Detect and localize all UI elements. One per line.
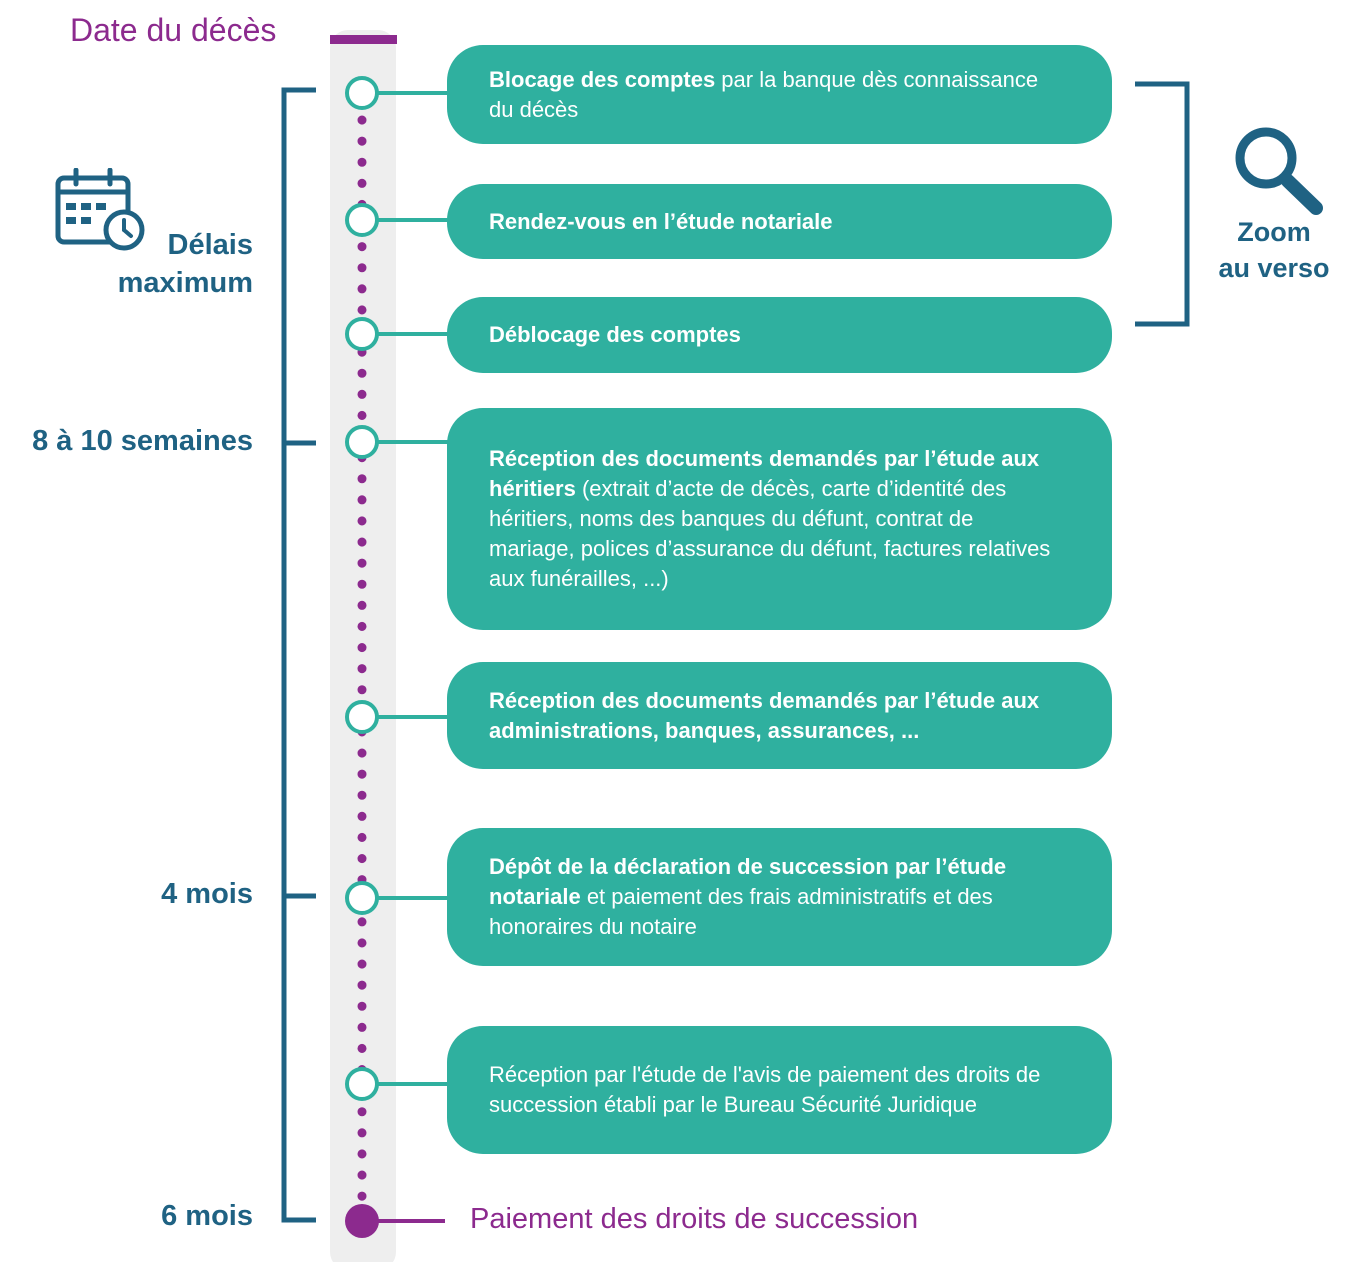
step-bold-text: Réception des documents demandés par l’é… <box>489 446 1040 501</box>
delays-bracket <box>281 87 316 1223</box>
search-icon <box>1235 127 1323 215</box>
step-box-notary-appointment: Rendez-vous en l’étude notariale <box>447 184 1112 259</box>
delays-heading-line2: maximum <box>117 267 253 299</box>
step-node <box>345 425 379 459</box>
step-text: (extrait d’acte de décès, carte d’identi… <box>489 476 1051 591</box>
step-box-succession-declaration: Dépôt de la déclaration de succession pa… <box>447 828 1112 966</box>
step-bold-text: Déblocage des comptes <box>489 322 741 347</box>
step-text: Réception par l'étude de l'avis de paiem… <box>489 1062 1041 1117</box>
delays-heading: Délais maximum <box>118 226 253 302</box>
zoom-note-line2: au verso <box>1218 253 1330 283</box>
step-nodes <box>345 76 379 1101</box>
period-label-4-months: 4 mois <box>161 878 253 910</box>
step-node <box>345 1067 379 1101</box>
step-bold-text: Blocage des comptes <box>489 66 716 92</box>
step-text: et paiement des frais administratifs et … <box>489 884 993 939</box>
zoom-note: Zoom au verso <box>1204 214 1344 286</box>
step-box-account-unblocking: Déblocage des comptes <box>447 297 1112 373</box>
death-date-label: Date du décès <box>70 12 277 48</box>
step-box-administration-documents: Réception des documents demandés par l’é… <box>447 662 1112 769</box>
step-node <box>345 700 379 734</box>
step-node <box>345 881 379 915</box>
period-label-6-months: 6 mois <box>161 1200 253 1232</box>
step-connectors <box>377 91 450 1086</box>
zoom-note-line1: Zoom <box>1237 217 1311 247</box>
zoom-bracket <box>1135 81 1190 327</box>
calendar-clock-icon <box>55 168 145 251</box>
step-node <box>345 317 379 351</box>
period-label-8-10-weeks: 8 à 10 semaines <box>32 425 253 457</box>
step-box-heirs-documents: Réception des documents demandés par l’é… <box>447 408 1112 630</box>
step-node <box>345 203 379 237</box>
step-bold-text: Dépôt de la déclaration de succession pa… <box>489 854 1007 909</box>
step-box-payment-notice: Réception par l'étude de l'avis de paiem… <box>447 1026 1112 1154</box>
start-marker-bar <box>330 35 397 44</box>
step-bold-text: Rendez-vous en l’étude notariale <box>489 208 833 234</box>
delays-heading-line1: Délais <box>167 229 253 261</box>
final-step-label: Paiement des droits de succession <box>470 1203 919 1235</box>
step-bold-text: Réception des documents demandés par l’é… <box>489 687 1040 743</box>
final-node <box>345 1204 379 1238</box>
step-node <box>345 76 379 110</box>
step-text: par la banque dès connaissance du décès <box>489 66 1039 122</box>
step-box-account-blocking: Blocage des comptes par la banque dès co… <box>447 45 1112 144</box>
